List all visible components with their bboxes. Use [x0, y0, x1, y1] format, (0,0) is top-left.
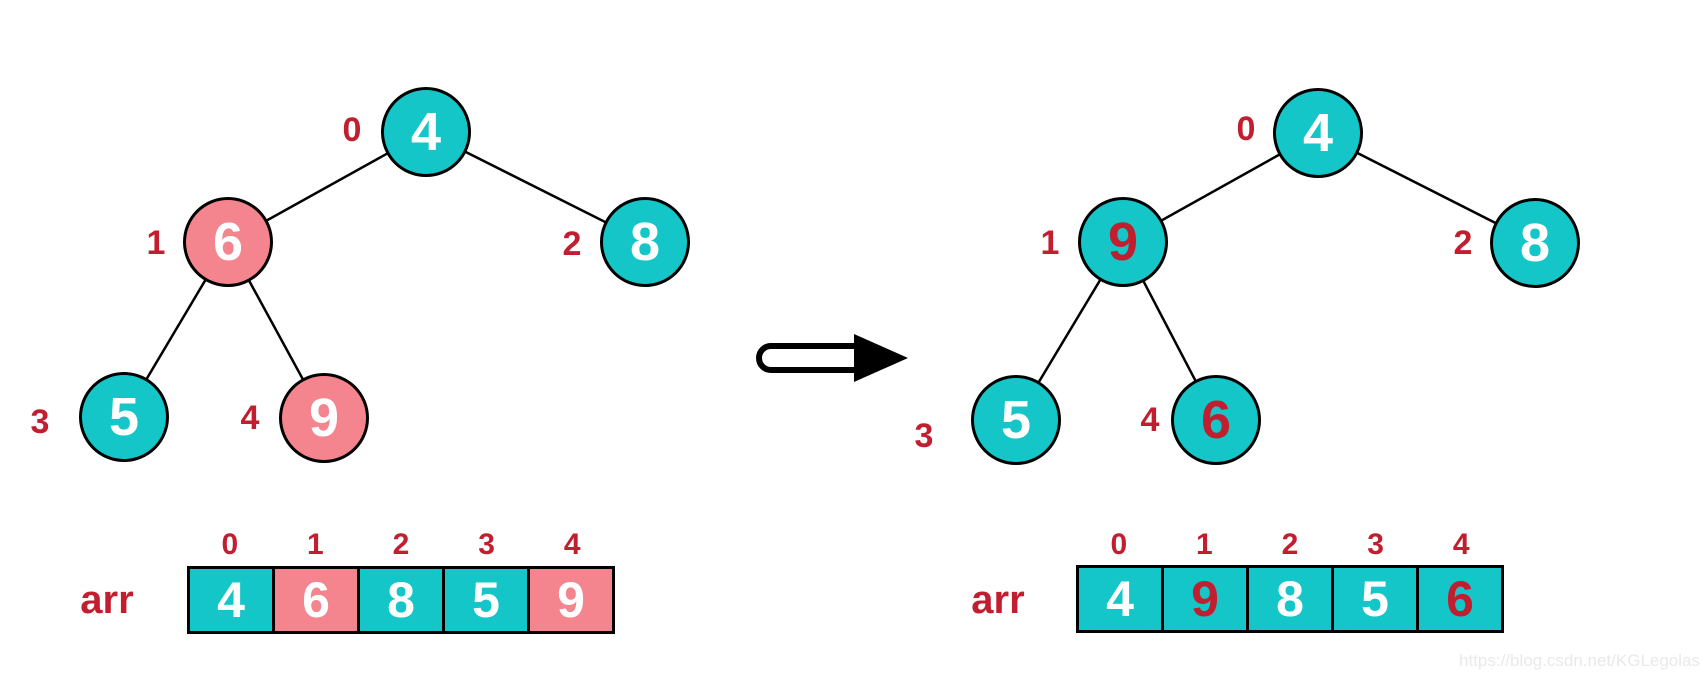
node-value: 9: [1107, 212, 1139, 272]
array-index: 4: [1452, 528, 1470, 561]
tree-node: 6: [1171, 375, 1261, 465]
array-cell-value: 8: [387, 572, 415, 628]
array-cell: 4: [1076, 565, 1164, 633]
tree-node: 8: [600, 197, 690, 287]
node-index-label: 3: [914, 417, 934, 455]
array-index: 1: [307, 528, 324, 561]
tree-node: 4: [1273, 88, 1363, 178]
node-value: 4: [410, 102, 442, 162]
array-index-row: 0 1 2 3 4: [187, 528, 615, 562]
node-index-label: 1: [1040, 224, 1060, 262]
array-cell: 9: [1161, 565, 1249, 633]
array-index: 4: [563, 528, 581, 561]
array-index: 1: [1196, 528, 1213, 561]
array-cell-value: 6: [302, 572, 330, 628]
array-cell-value: 5: [472, 572, 500, 628]
array: 4 9 8 5 6: [1076, 565, 1504, 633]
array-label: arr: [80, 578, 134, 622]
node-value: 5: [108, 387, 140, 447]
watermark: https://blog.csdn.net/KGLegolas: [1459, 651, 1700, 670]
array-cell-value: 6: [1446, 571, 1474, 627]
array-label: arr: [971, 578, 1025, 622]
array-cell-value: 9: [1191, 571, 1219, 627]
array-index: 0: [1110, 528, 1128, 561]
tree-node: 8: [1490, 198, 1580, 288]
node-index-label: 4: [240, 399, 260, 437]
tree-node: 6: [183, 197, 273, 287]
array-cell: 9: [527, 566, 615, 634]
node-index-label: 3: [30, 403, 50, 441]
array-cell: 4: [187, 566, 275, 634]
node-index-label: 0: [1236, 110, 1256, 148]
node-value: 6: [1200, 390, 1232, 450]
node-index-label: 4: [1140, 401, 1160, 439]
array-cell: 5: [1331, 565, 1419, 633]
node-value: 8: [1519, 213, 1551, 273]
array-cell: 6: [1416, 565, 1504, 633]
tree-node: 9: [1078, 197, 1168, 287]
node-index-label: 1: [146, 224, 166, 262]
array-cell-value: 4: [217, 572, 245, 628]
node-value: 5: [1000, 390, 1032, 450]
node-value: 6: [212, 212, 244, 272]
array-index: 0: [221, 528, 239, 561]
node-index-label: 2: [1453, 224, 1473, 262]
node-value: 9: [308, 388, 340, 448]
array-cell: 8: [357, 566, 445, 634]
tree-node: 9: [279, 373, 369, 463]
arrow-head: [854, 334, 908, 382]
transform-arrow-icon: [750, 330, 912, 386]
array-cell: 5: [442, 566, 530, 634]
array-index: 3: [1367, 528, 1384, 561]
array-cell-value: 5: [1361, 571, 1389, 627]
tree-node: 4: [381, 87, 471, 177]
node-value: 4: [1302, 103, 1334, 163]
tree-node: 5: [971, 375, 1061, 465]
array-cell-value: 8: [1276, 571, 1304, 627]
array-index-row: 0 1 2 3 4: [1076, 528, 1504, 562]
array-cell-value: 9: [557, 572, 585, 628]
array-index: 2: [392, 528, 410, 561]
tree-node: 5: [79, 372, 169, 462]
array-cell: 6: [272, 566, 360, 634]
array-index: 2: [1281, 528, 1299, 561]
node-value: 8: [629, 212, 661, 272]
node-index-label: 0: [342, 111, 362, 149]
array-index: 3: [478, 528, 495, 561]
array-cell: 8: [1246, 565, 1334, 633]
array-cell-value: 4: [1106, 571, 1134, 627]
array: 4 6 8 5 9: [187, 566, 615, 634]
node-index-label: 2: [562, 225, 582, 263]
